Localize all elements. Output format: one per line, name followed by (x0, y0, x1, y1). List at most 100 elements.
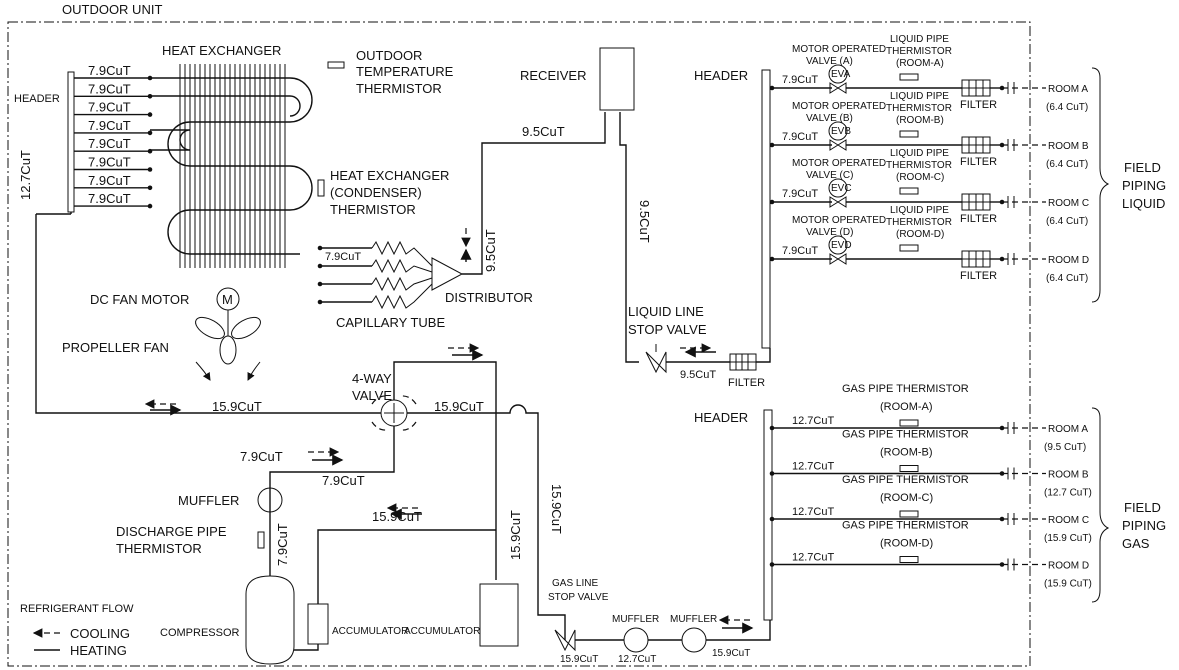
room-size: (9.5 CuT) (1044, 442, 1086, 453)
liquid-thermistor-1: LIQUID PIPE (890, 34, 949, 45)
gas-pipe-label: 12.7CuT (792, 461, 834, 473)
gas-thermistor-2: (ROOM-C) (880, 492, 933, 504)
muffler-gas-1-icon (623, 627, 649, 653)
room-size: (6.4 CuT) (1046, 216, 1088, 227)
gas-thermistor-icon (899, 510, 919, 518)
motor-letter: M (222, 292, 233, 307)
liquid-field-3: LIQUID (1122, 196, 1165, 211)
room-label: ROOM D (1048, 561, 1089, 572)
muffler-gas-2: MUFFLER (670, 614, 717, 625)
outdoor-temp-thermistor-2: TEMPERATURE (356, 64, 454, 79)
gas-header (763, 409, 773, 621)
muffler-gas-1: MUFFLER (612, 614, 659, 625)
motor-valve-label-2: VALVE (C) (806, 170, 853, 181)
liquid-filter-icon (729, 353, 757, 371)
header-pipe-label: 7.9CuT (88, 155, 131, 170)
room-size: (6.4 CuT) (1046, 159, 1088, 170)
accumulator-large-label: ACCUMULATOR (404, 626, 480, 637)
left-header-label: HEADER (14, 93, 60, 105)
liquid-thermistor-icon (899, 244, 919, 252)
pipe-left-4way: 15.9CuT (212, 399, 262, 414)
gas-thermistor-1: GAS PIPE THERMISTOR (842, 474, 969, 486)
gas-thermistor-2: (ROOM-B) (880, 447, 933, 459)
liquid-header-label: HEADER (694, 68, 748, 83)
outdoor-unit-boundary (7, 21, 1031, 667)
gas-thermistor-icon (899, 465, 919, 472)
header-pipe-label: 7.9CuT (88, 136, 131, 151)
room-label: ROOM C (1048, 198, 1089, 209)
legend-title: REFRIGERANT FLOW (20, 603, 134, 615)
pipe-12-7-left: 12.7CuT (18, 150, 33, 200)
room-size: (6.4 CuT) (1046, 273, 1088, 284)
heat-exchanger (150, 64, 313, 268)
room-label: ROOM C (1048, 515, 1089, 526)
gas-header-label: HEADER (694, 410, 748, 425)
capillary-coil (371, 283, 433, 310)
pipe-discharge-1: 7.9CuT (240, 449, 283, 464)
capillary-coil (371, 258, 433, 274)
capillary-coil (371, 276, 433, 292)
room-label: ROOM B (1048, 470, 1089, 481)
ev-icon (828, 235, 848, 255)
gas-thermistor-icon (899, 419, 919, 427)
liquid-stop-valve-1: LIQUID LINE (628, 304, 704, 319)
gas-field-brace (1091, 407, 1110, 603)
gas-stop-valve-icon (554, 620, 576, 652)
pipe-gas-b: 12.7CuT (618, 654, 656, 665)
pipe-9-5-vert-left: 9.5CuT (483, 229, 498, 272)
gas-thermistor-1: GAS PIPE THERMISTOR (842, 383, 969, 395)
liquid-thermistor-icon (899, 130, 919, 138)
motor-valve-label-2: VALVE (A) (806, 56, 853, 67)
muffler-left-label: MUFFLER (178, 493, 239, 508)
outdoor-temp-thermistor-3: THERMISTOR (356, 81, 442, 96)
filter-label: FILTER (960, 270, 997, 282)
liquid-thermistor-3: (ROOM-B) (896, 115, 944, 126)
motor-valve-label-2: VALVE (D) (806, 227, 853, 238)
gas-pipe-label: 12.7CuT (792, 415, 834, 427)
liquid-thermistor-2: THERMISTOR (886, 103, 952, 114)
gas-stop-valve-1: GAS LINE (552, 578, 598, 589)
liquid-pipe-label: 7.9CuT (782, 245, 818, 257)
pipe-gas-c: 15.9CuT (712, 648, 750, 659)
pipe-accum-vert: 15.9CuT (508, 510, 523, 560)
room-size: (15.9 CuT) (1044, 533, 1092, 544)
motor-valve-icon (829, 253, 847, 265)
ev-label: EVC (831, 183, 852, 194)
motor-valve-icon (829, 82, 847, 94)
dc-fan-motor-label: DC FAN MOTOR (90, 292, 189, 307)
liquid-thermistor-1: LIQUID PIPE (890, 205, 949, 216)
liquid-thermistor-3: (ROOM-C) (896, 172, 944, 183)
pipe-discharge-vert: 7.9CuT (275, 523, 290, 566)
discharge-thermistor-2: THERMISTOR (116, 541, 202, 556)
propeller-fan-label: PROPELLER FAN (62, 340, 169, 355)
hx-thermistor-1: HEAT EXCHANGER (330, 168, 449, 183)
gas-field-2: PIPING (1122, 518, 1166, 533)
header-pipe-label: 7.9CuT (88, 191, 131, 206)
header-pipe-label: 7.9CuT (88, 173, 131, 188)
outdoor-temp-thermistor-icon (327, 61, 345, 69)
hx-thermistor-icon (317, 179, 325, 197)
gas-thermistor-1: GAS PIPE THERMISTOR (842, 520, 969, 532)
pipe-discharge-2: 7.9CuT (322, 473, 365, 488)
pipe-gas-vert: 15.9CuT (549, 484, 564, 534)
distributor-label: DISTRIBUTOR (445, 290, 533, 305)
room-label: ROOM A (1048, 424, 1088, 435)
accumulator-small-label: ACCUMULATOR (332, 626, 408, 637)
outdoor-unit-title: OUTDOOR UNIT (62, 2, 162, 17)
room-size: (6.4 CuT) (1046, 102, 1088, 113)
liquid-thermistor-2: THERMISTOR (886, 160, 952, 171)
gas-thermistor-icon (899, 556, 919, 563)
capillary-coil (371, 240, 433, 267)
ev-label: EVA (831, 69, 851, 80)
left-header (67, 71, 75, 213)
capillary-pipe-label: 7.9CuT (325, 251, 361, 263)
room-size: (15.9 CuT) (1044, 579, 1092, 590)
compressor-label: COMPRESSOR (160, 627, 240, 639)
liquid-thermistor-icon (899, 187, 919, 195)
liquid-field-brace (1091, 67, 1110, 303)
accumulator-large (479, 583, 519, 647)
room-label: ROOM B (1048, 141, 1089, 152)
